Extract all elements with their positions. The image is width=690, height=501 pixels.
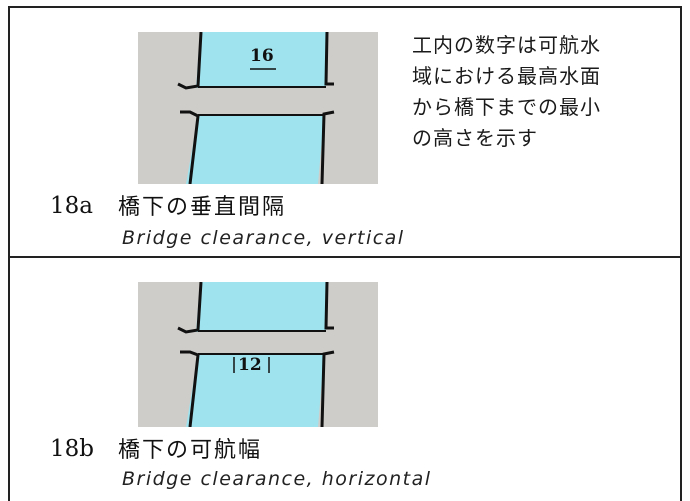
entry-18b-panel: 12 18b 橋下の可航幅 Bridge clearance, horizont… bbox=[8, 256, 682, 501]
upper-right-bank bbox=[324, 32, 334, 86]
upper-left-bank bbox=[177, 282, 203, 334]
bridge-vertical-clearance-figure: 16 bbox=[138, 32, 378, 184]
note-line-4: の高さを示す bbox=[412, 126, 538, 150]
entry-title-en-18a: Bridge clearance, vertical bbox=[122, 227, 405, 249]
vertical-clearance-value: 16 bbox=[250, 46, 274, 66]
note-line-3: から橋下までの最小 bbox=[412, 95, 601, 119]
lower-left-bank bbox=[180, 350, 200, 427]
lower-water-area bbox=[186, 354, 324, 427]
bridge-horizontal-diagram bbox=[177, 282, 335, 427]
entry-code-18b: 18b bbox=[50, 436, 94, 462]
note-box-mark: 工 bbox=[412, 33, 433, 57]
bridge-horizontal-clearance-figure: 12 bbox=[138, 282, 378, 427]
upper-left-bank bbox=[177, 32, 203, 90]
bridge-vertical-diagram bbox=[177, 32, 335, 184]
entry-code-18a: 18a bbox=[50, 193, 93, 219]
note-line-1: 工内の数字は可航水 bbox=[412, 33, 601, 57]
entry-title-ja-18a: 橋下の垂直間隔 bbox=[118, 195, 287, 220]
upper-water-area bbox=[196, 282, 328, 332]
lower-left-bank bbox=[180, 110, 200, 184]
horizontal-clearance-value: 12 bbox=[238, 355, 262, 375]
clearance-note: 工内の数字は可航水 域における最高水面 から橋下までの最小 の高さを示す bbox=[412, 30, 674, 154]
upper-right-bank bbox=[324, 282, 334, 330]
entry-18a-panel: 16 工内の数字は可航水 域における最高水面 から橋下までの最小 の高さを示す … bbox=[8, 6, 682, 258]
entry-title-ja-18b: 橋下の可航幅 bbox=[118, 438, 263, 463]
entry-title-en-18b: Bridge clearance, horizontal bbox=[122, 468, 432, 490]
note-line-2: 域における最高水面 bbox=[412, 64, 601, 88]
lower-water-area bbox=[186, 116, 324, 184]
lower-right-bank bbox=[320, 350, 335, 427]
lower-right-bank bbox=[320, 110, 335, 184]
upper-water-area bbox=[196, 32, 328, 88]
